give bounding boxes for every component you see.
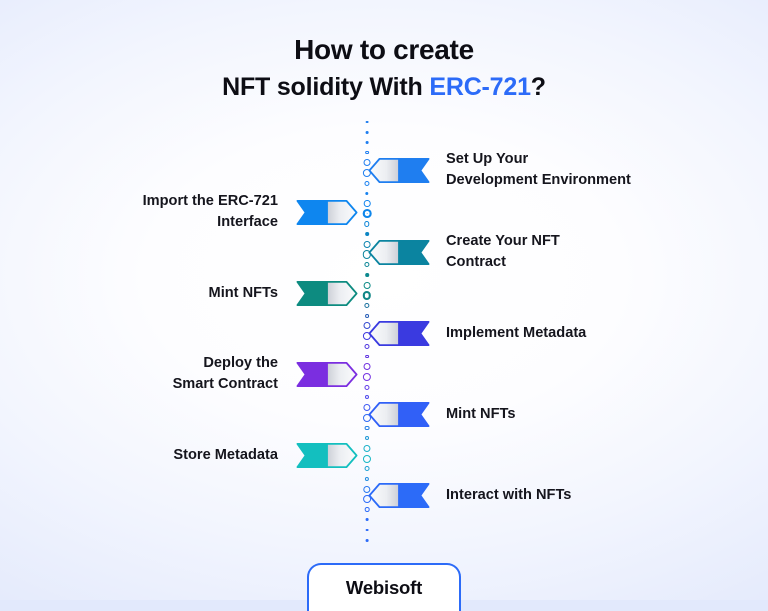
timeline-dot xyxy=(362,372,372,382)
timeline-dot xyxy=(365,528,369,532)
timeline-dot xyxy=(363,495,371,504)
page-title: How to create NFT solidity With ERC-721? xyxy=(0,33,768,103)
step-label: Implement Metadata xyxy=(446,324,587,341)
step-banner-arrow-icon xyxy=(368,157,430,183)
step-banner-arrow-icon xyxy=(296,442,358,468)
step-label: Import the ERC-721 Interface xyxy=(142,193,278,230)
timeline-dot xyxy=(364,507,370,512)
timeline-dot xyxy=(362,168,372,178)
title-highlight-erc721: ERC-721 xyxy=(429,73,531,102)
timeline-dot xyxy=(363,403,371,412)
step-banner-arrow-icon xyxy=(368,482,430,508)
timeline-dot xyxy=(365,354,369,359)
step-label: Store Metadata xyxy=(173,446,278,463)
title-line-2-prefix: NFT solidity With xyxy=(222,73,430,102)
timeline-dot xyxy=(365,273,369,277)
brand-logo[interactable]: Webisoft xyxy=(307,563,461,611)
step-banner-arrow-icon xyxy=(296,280,358,306)
timeline-dot xyxy=(363,444,371,452)
title-line-2: NFT solidity With ERC-721? xyxy=(0,72,768,103)
timeline-dot xyxy=(365,313,369,318)
step-label: Create Your NFT Contract xyxy=(446,233,560,270)
timeline-dot xyxy=(364,384,370,390)
timeline-dot xyxy=(362,332,372,341)
step-label: Deploy the Smart Contract xyxy=(172,355,278,392)
step-banner-arrow-icon xyxy=(296,199,358,225)
step-banner-arrow-icon xyxy=(368,401,430,427)
timeline-dotted-axis xyxy=(352,118,382,548)
timeline-dot xyxy=(363,413,371,422)
timeline-dot xyxy=(364,466,370,472)
step-label: Mint NFTs xyxy=(446,405,516,422)
timeline-step-7[interactable]: Mint NFTs xyxy=(368,393,515,435)
timeline-dot xyxy=(364,262,370,268)
timeline-step-2[interactable]: Import the ERC-721 Interface xyxy=(143,191,358,233)
timeline-dot xyxy=(365,518,369,522)
timeline-dot xyxy=(364,302,370,309)
timeline-step-1[interactable]: Set Up Your Development Environment xyxy=(368,149,631,191)
timeline-dot xyxy=(363,363,371,371)
timeline-step-8[interactable]: Store Metadata xyxy=(173,434,358,476)
timeline-dot xyxy=(363,240,371,248)
timeline-dot xyxy=(363,485,371,493)
timeline-dot xyxy=(365,120,369,124)
timeline-dot xyxy=(365,191,369,196)
brand-logo-label: Webisoft xyxy=(345,577,423,598)
step-label: Interact with NFTs xyxy=(446,486,572,503)
timeline-dot xyxy=(363,322,371,330)
step-banner-arrow-icon xyxy=(368,320,430,346)
step-label: Mint NFTs xyxy=(208,284,278,301)
timeline-dot xyxy=(365,232,369,237)
timeline-dot xyxy=(365,130,369,134)
timeline-dot xyxy=(364,395,370,400)
timeline-step-4[interactable]: Mint NFTs xyxy=(209,272,358,314)
timeline-dot xyxy=(364,343,370,349)
timeline-step-9[interactable]: Interact with NFTs xyxy=(368,474,571,516)
timeline-dot xyxy=(365,150,369,155)
timeline-dot xyxy=(364,425,370,431)
timeline-dot xyxy=(362,454,372,463)
timeline-dot xyxy=(365,436,369,441)
timeline-dot xyxy=(363,159,371,167)
timeline-dot xyxy=(363,200,371,207)
timeline-dot xyxy=(362,291,372,300)
timeline-dot xyxy=(364,476,370,482)
timeline-dot xyxy=(363,281,371,289)
timeline-dot xyxy=(364,221,370,227)
timeline-dot xyxy=(365,141,369,144)
timeline-step-5[interactable]: Implement Metadata xyxy=(368,312,586,354)
timeline-dot xyxy=(364,180,370,186)
step-banner-arrow-icon xyxy=(296,361,358,387)
title-line-2-suffix: ? xyxy=(530,73,546,102)
timeline-step-3[interactable]: Create Your NFT Contract xyxy=(368,231,560,273)
step-label: Set Up Your Development Environment xyxy=(446,151,631,188)
title-line-1: How to create xyxy=(294,34,474,65)
timeline-step-6[interactable]: Deploy the Smart Contract xyxy=(173,353,358,395)
timeline-dot xyxy=(365,538,369,542)
step-banner-arrow-icon xyxy=(368,239,430,265)
timeline-dot xyxy=(362,209,372,219)
